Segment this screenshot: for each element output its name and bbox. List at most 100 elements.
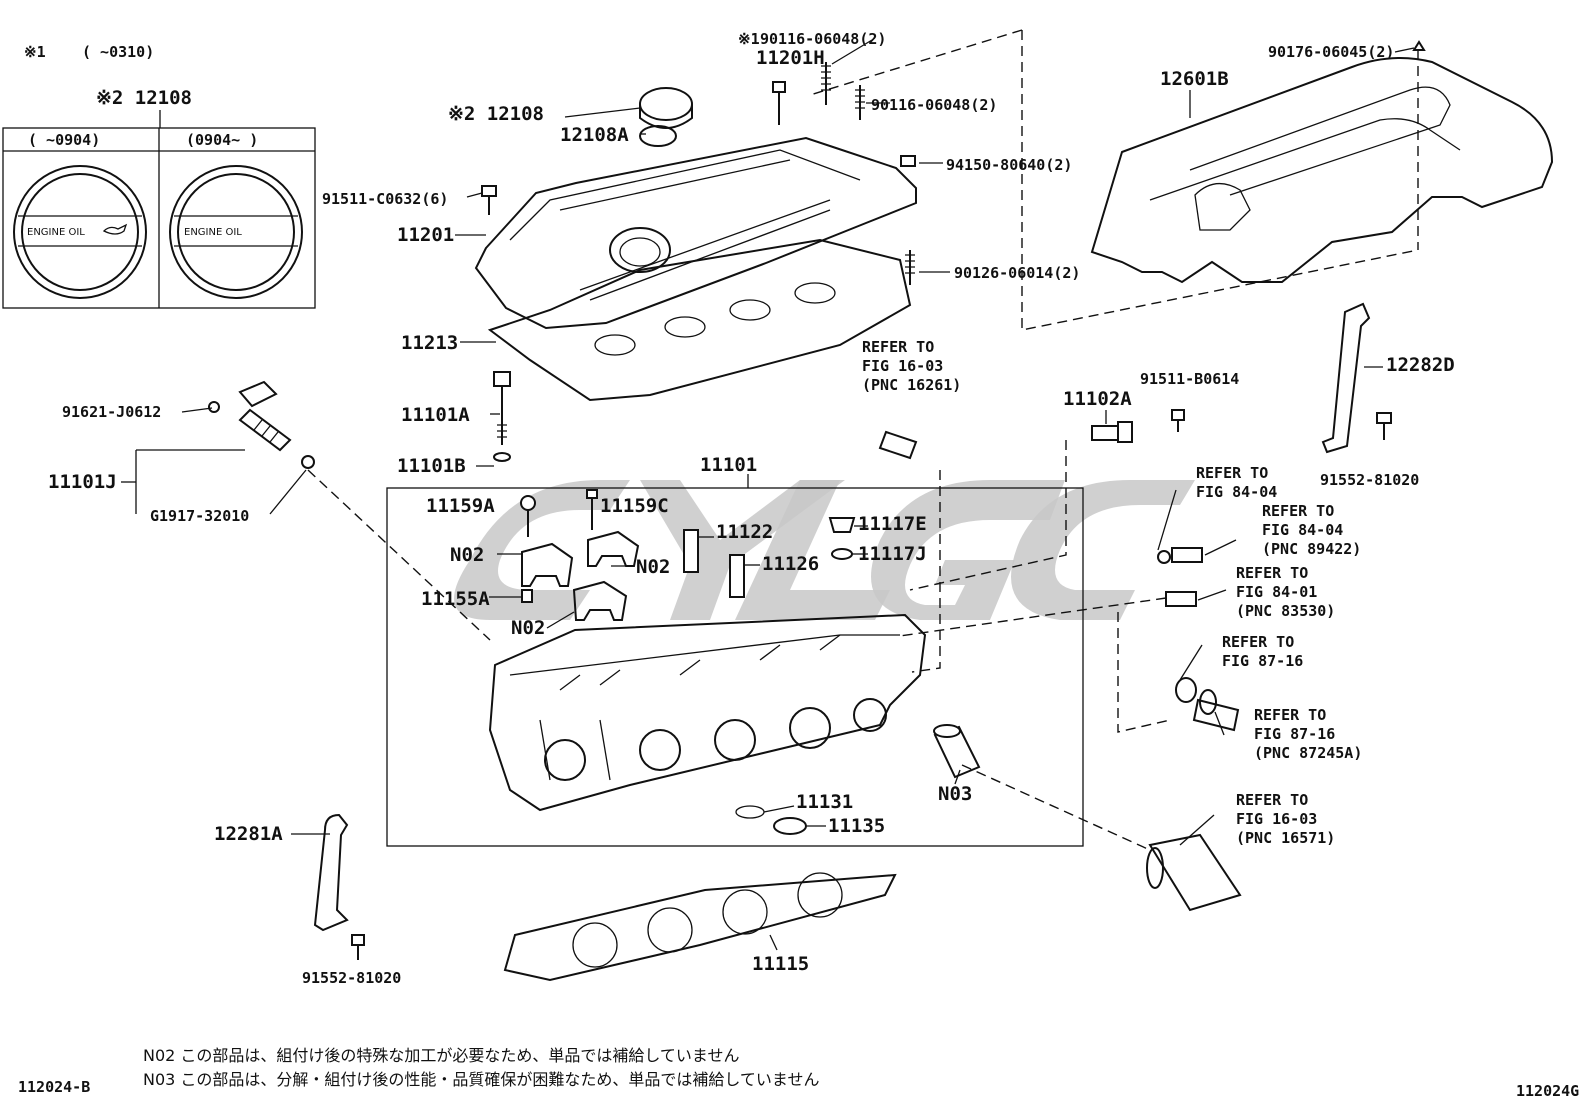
label-11155a: 11155A <box>421 588 490 610</box>
label-refer8716b-1: REFER TO <box>1254 706 1326 724</box>
cover-dashed-line <box>1021 30 1419 331</box>
label-n02-c: N02 <box>511 617 545 639</box>
cylinder-head-box <box>386 487 1084 847</box>
label-11159a: 11159A <box>426 495 495 517</box>
sensor-83530 <box>1165 591 1197 607</box>
ocv-dashed-line <box>307 469 491 641</box>
seal-11135 <box>773 817 807 835</box>
bolt-90176 <box>1412 40 1426 51</box>
note1-mark: ※1 <box>24 43 46 61</box>
label-90126: 90126-06014(2) <box>954 264 1080 282</box>
label-refer8401-3: (PNC 83530) <box>1236 602 1335 620</box>
label-91511b: 91511-B0614 <box>1140 370 1239 388</box>
footer-note-n03: N03 この部品は、分解・組付け後の性能・品質確保が困難なため、単品では補給して… <box>143 1070 819 1089</box>
footer-code-right: 112024G <box>1516 1082 1579 1099</box>
cam-cap-n02-c <box>572 580 628 621</box>
label-11101j: 11101J <box>48 471 117 493</box>
label-11201: 11201 <box>397 224 454 246</box>
sensor-11102a <box>1091 421 1133 443</box>
label-refer1603a-1: REFER TO <box>862 338 934 356</box>
label-90116b: 90116-06048(2) <box>871 96 997 114</box>
label-91621: 91621-J0612 <box>62 403 161 421</box>
label-12282d: 12282D <box>1386 354 1455 376</box>
stud-90126 <box>905 250 915 285</box>
label-91552a: 91552-81020 <box>1320 471 1419 489</box>
bracket-12281a <box>313 813 365 960</box>
gasket-11117j <box>831 548 853 560</box>
label-n03: N03 <box>938 783 972 805</box>
guide-11122 <box>683 529 699 573</box>
footer-code-left: 112024-B <box>18 1078 90 1096</box>
label-90176: 90176-06045(2) <box>1268 43 1394 61</box>
bolt-11101a <box>493 371 511 462</box>
cam-cap-n02-a <box>521 542 574 587</box>
label-11159c: 11159C <box>600 495 669 517</box>
label-11101a: 11101A <box>401 404 470 426</box>
label-11201h: 11201H <box>756 47 825 69</box>
head-gasket-11115 <box>503 872 897 982</box>
hose-16571 <box>1146 833 1242 912</box>
plug-11117e <box>828 517 856 533</box>
label-11117j: 11117J <box>858 543 927 565</box>
label-refer1603a-3: (PNC 16261) <box>862 376 961 394</box>
bolt-11159c <box>586 489 598 530</box>
label-11213: 11213 <box>401 332 458 354</box>
bolt-11201h <box>772 81 786 125</box>
label-11126: 11126 <box>762 553 819 575</box>
engine-cover-12601b <box>1090 57 1554 284</box>
label-11115: 11115 <box>752 953 809 975</box>
bolt-91511c <box>481 185 497 215</box>
cylinder-head <box>488 613 927 812</box>
label-refer8404b-2: FIG 84-04 <box>1262 521 1343 539</box>
seal-11131 <box>735 805 765 819</box>
bracket-12282d <box>1321 302 1392 454</box>
label-12281a: 12281A <box>214 823 283 845</box>
label-refer1603b-3: (PNC 16571) <box>1236 829 1335 847</box>
nut-94150 <box>900 155 916 167</box>
label-refer1603b-2: FIG 16-03 <box>1236 810 1317 828</box>
bolt-11159a <box>520 495 536 537</box>
label-90116a: 90116-06048(2) <box>760 30 886 48</box>
label-94150: 94150-80640(2) <box>946 156 1072 174</box>
label-refer1603a-2: FIG 16-03 <box>862 357 943 375</box>
ocv-11101j <box>208 380 315 469</box>
label-11131: 11131 <box>796 791 853 813</box>
label-n02-a: N02 <box>450 544 484 566</box>
label-11102a: 11102A <box>1063 388 1132 410</box>
stud-90116a <box>821 62 831 105</box>
note2-label: ※2 12108 <box>96 87 192 109</box>
label-91552b: 91552-81020 <box>302 969 401 987</box>
label-n02-b: N02 <box>636 556 670 578</box>
label-11135: 11135 <box>828 815 885 837</box>
watermark <box>454 480 1195 620</box>
cam-cap-n02-b <box>587 530 640 567</box>
gasket-11213 <box>487 238 912 402</box>
label-refer8716b-3: (PNC 87245A) <box>1254 744 1362 762</box>
label-refer8716a-2: FIG 87-16 <box>1222 652 1303 670</box>
label-12108a: 12108A <box>560 124 629 146</box>
valve-cover-11201 <box>474 136 917 330</box>
plug-n03 <box>933 724 981 779</box>
label-g1917: G1917-32010 <box>150 507 249 525</box>
oil-cap-inset: ( ~0904) (0904~ ) ENGINE OIL ENGINE OIL <box>2 127 316 309</box>
label-refer1603b-1: REFER TO <box>1236 791 1308 809</box>
label-refer8401-2: FIG 84-01 <box>1236 583 1317 601</box>
label-11122: 11122 <box>716 521 773 543</box>
label-12601b: 12601B <box>1160 68 1229 90</box>
hose-16261 <box>878 430 918 460</box>
label-refer8404b-3: (PNC 89422) <box>1262 540 1361 558</box>
bolt-91511b <box>1171 409 1185 432</box>
label-refer8716a-1: REFER TO <box>1222 633 1294 651</box>
label-mark1: ※1 <box>738 30 760 48</box>
label-91511c: 91511-C0632(6) <box>322 190 448 208</box>
oil-cap-12108 <box>639 87 693 147</box>
label-11101: 11101 <box>700 454 757 476</box>
label-11117e: 11117E <box>858 513 927 535</box>
guide-11126 <box>729 554 745 598</box>
cap-text-left: ENGINE OIL <box>27 227 85 238</box>
label-11101b: 11101B <box>397 455 466 477</box>
stud-90116b <box>855 85 865 120</box>
pin-11155a <box>521 589 533 603</box>
